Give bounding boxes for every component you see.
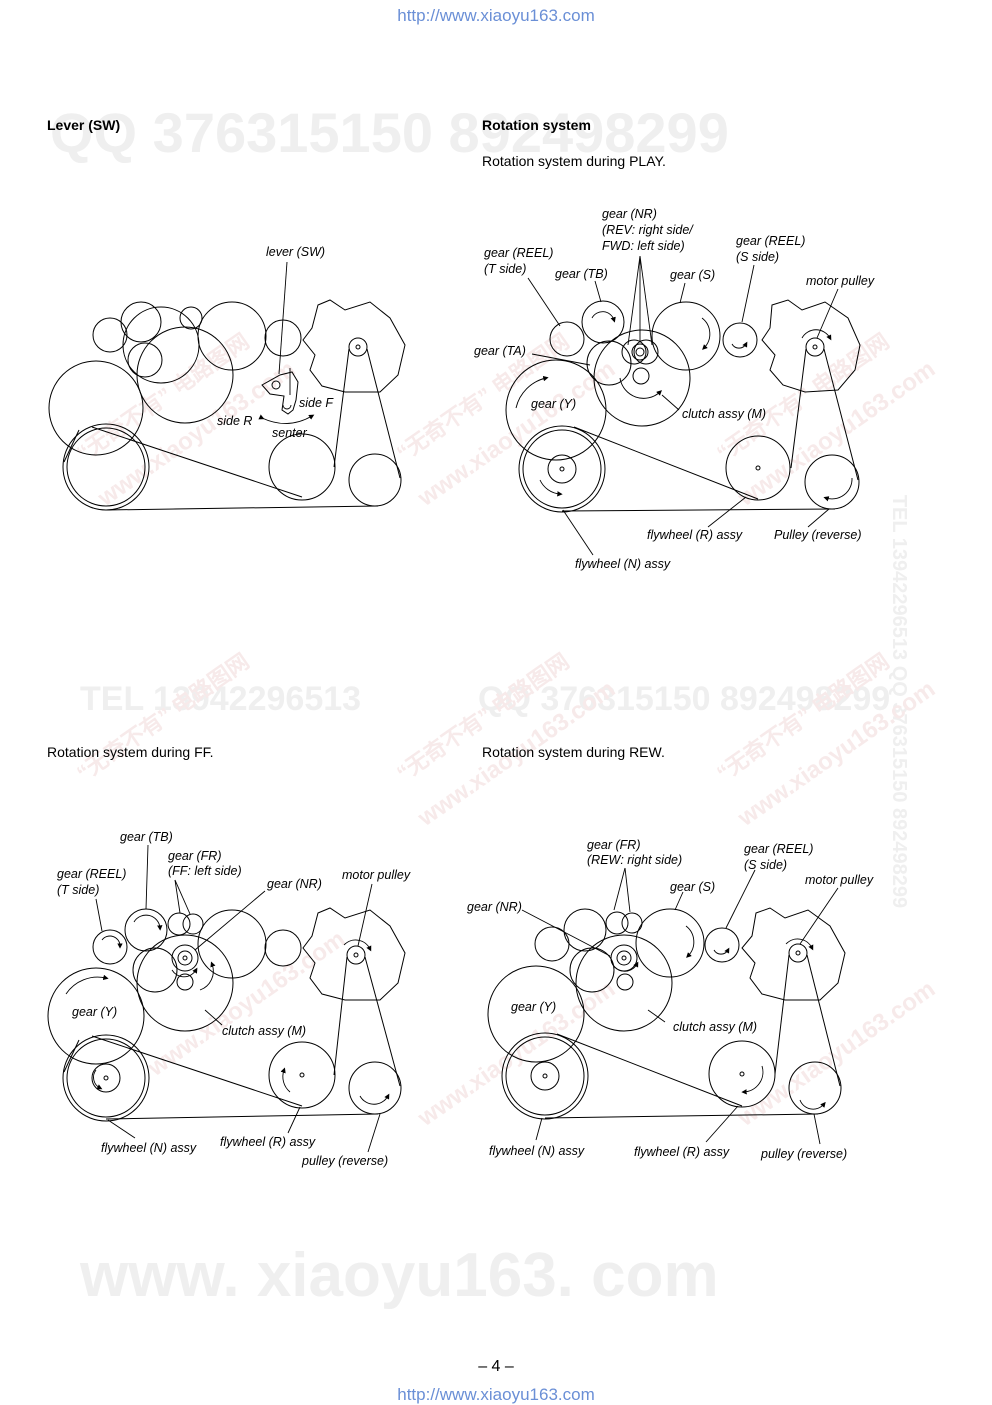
play-gear-nr-label: gear (NR) <box>602 207 657 221</box>
lever-heading: Lever (SW) <box>47 117 121 133</box>
rew-gear-fr-label: gear (FR) <box>587 838 640 852</box>
play-flywheel-n-label: flywheel (N) assy <box>575 557 671 571</box>
ff-pulley-reverse-label: pulley (reverse) <box>301 1154 388 1168</box>
watermark-tel-mid: TEL 13942296513 <box>80 680 362 718</box>
senter-label: senter <box>272 426 308 440</box>
rotation-heading: Rotation system <box>482 117 591 133</box>
play-gear-y-label: gear (Y) <box>531 397 576 411</box>
rew-gear-reel-label-2: (S side) <box>744 858 787 872</box>
rew-pulley-reverse-label: pulley (reverse) <box>760 1147 847 1161</box>
rew-gear-reel-label: gear (REEL) <box>744 842 813 856</box>
ff-gear-reel-label: gear (REEL) <box>57 867 126 881</box>
ff-motor-pulley-label: motor pulley <box>342 868 411 882</box>
play-gear-s-label: gear (S) <box>670 268 715 282</box>
play-gear-ta-label: gear (TA) <box>474 344 526 358</box>
footer-url[interactable]: http://www.xiaoyu163.com <box>397 1385 595 1404</box>
ff-caption: Rotation system during FF. <box>47 744 214 760</box>
play-gear-reel-s-label: gear (REEL) <box>736 234 805 248</box>
rew-caption: Rotation system during REW. <box>482 744 665 760</box>
ff-gear-tb-label: gear (TB) <box>120 830 173 844</box>
watermark-qq-top: QQ 376315150 892498299 <box>50 101 729 164</box>
page-number: – 4 – <box>478 1358 514 1375</box>
ff-diagram: gear (TB) gear (FR) (FF: left side) gear… <box>47 830 411 1168</box>
play-clutch-label: clutch assy (M) <box>682 407 766 421</box>
side-r-label: side R <box>217 414 252 428</box>
ff-flywheel-n-label: flywheel (N) assy <box>101 1141 197 1155</box>
play-diagram: gear (NR) (REV: right side/ FWD: left si… <box>474 207 875 571</box>
rew-gear-y-label: gear (Y) <box>511 1000 556 1014</box>
rew-flywheel-n-label: flywheel (N) assy <box>489 1144 585 1158</box>
ff-gear-reel-label-2: (T side) <box>57 883 99 897</box>
rew-gear-fr-label-2: (REW: right side) <box>587 853 682 867</box>
play-flywheel-r-label: flywheel (R) assy <box>647 528 743 542</box>
ff-gear-nr-label: gear (NR) <box>267 877 322 891</box>
header-url[interactable]: http://www.xiaoyu163.com <box>397 6 595 25</box>
lever-diagram: lever (SW) side R side F senter <box>48 245 406 511</box>
rew-clutch-label: clutch assy (M) <box>673 1020 757 1034</box>
ff-flywheel-r-label: flywheel (R) assy <box>220 1135 316 1149</box>
play-gear-nr-label-3: FWD: left side) <box>602 239 685 253</box>
watermark-site-bottom: www. xiaoyu163. com <box>80 1241 719 1310</box>
play-gear-nr-label-2: (REV: right side/ <box>602 223 694 237</box>
play-motor-pulley-label: motor pulley <box>806 274 875 288</box>
ff-clutch-label: clutch assy (M) <box>222 1024 306 1038</box>
ff-gear-fr-label: gear (FR) <box>168 849 221 863</box>
play-caption: Rotation system during PLAY. <box>482 153 666 169</box>
rew-diagram: gear (FR) (REW: right side) gear (REEL) … <box>467 838 874 1161</box>
side-f-label: side F <box>299 396 334 410</box>
rew-gear-nr-label: gear (NR) <box>467 900 522 914</box>
play-gear-tb-label: gear (TB) <box>555 267 608 281</box>
rew-gear-s-label: gear (S) <box>670 880 715 894</box>
play-gear-reel-s-label-2: (S side) <box>736 250 779 264</box>
rew-flywheel-r-label: flywheel (R) assy <box>634 1145 730 1159</box>
rew-motor-pulley-label: motor pulley <box>805 873 874 887</box>
play-gear-reel-t-label-2: (T side) <box>484 262 526 276</box>
ff-gear-y-label: gear (Y) <box>72 1005 117 1019</box>
lever-label: lever (SW) <box>266 245 325 259</box>
ff-gear-fr-label-2: (FF: left side) <box>168 864 242 878</box>
watermark-qq-mid: QQ 376315150 892498299 <box>478 680 891 718</box>
play-gear-reel-t-label: gear (REEL) <box>484 246 553 260</box>
play-pulley-reverse-label: Pulley (reverse) <box>774 528 862 542</box>
